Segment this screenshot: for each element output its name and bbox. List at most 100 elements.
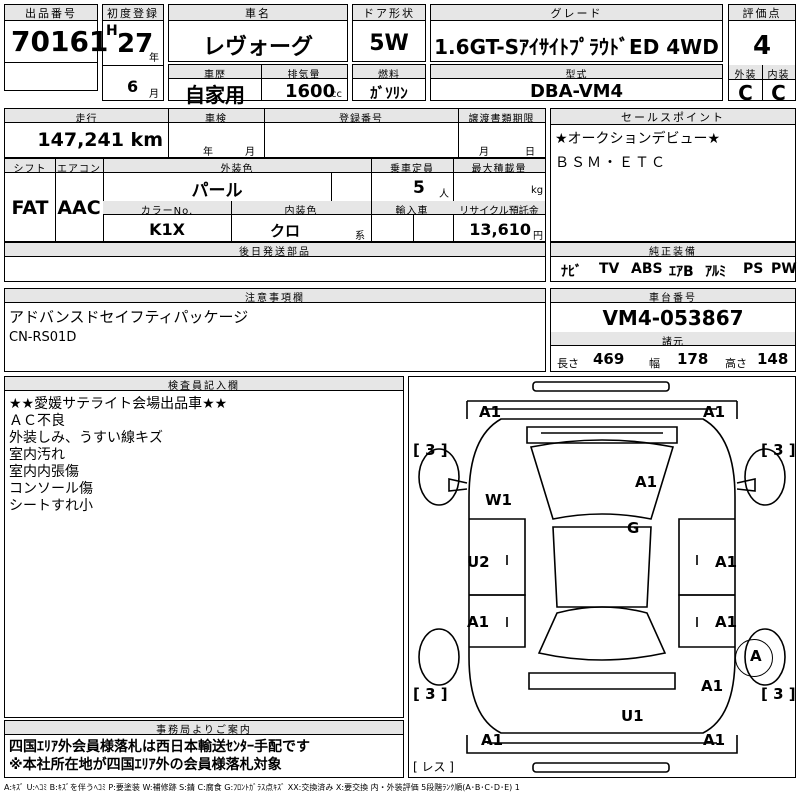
mark-rear-door-left: A1	[467, 613, 489, 631]
grade-value: 1.6GT-SｱｲｻｲﾄﾌﾟﾗｳﾄﾞED 4WD	[434, 35, 719, 59]
mileage-value: 147,241 km	[37, 129, 163, 151]
equip-tv: TV	[599, 261, 620, 277]
door-box: ドア形状 5W	[352, 4, 426, 62]
capacity-label: 乗車定員	[390, 164, 434, 175]
mileage-label: 走行	[75, 114, 98, 125]
int-color-label: 内装色	[284, 206, 318, 217]
score-box: 評価点 4 外装 内装 C C	[728, 4, 796, 105]
import-label: 輸入車	[395, 206, 429, 217]
inspector-line: コンソール傷	[9, 481, 93, 497]
lot-box: 出品番号 70161	[4, 4, 108, 91]
later-parts-box: 後日発送部品	[4, 242, 546, 282]
equip-ps: PS	[743, 261, 764, 277]
height-value: 148	[757, 350, 789, 368]
capacity-value: 5	[413, 178, 425, 198]
equipment-box: 純正装備 ﾅﾋﾞ TV ABS ｴｱB ｱﾙﾐ PS PW	[550, 242, 797, 282]
grade-label: グレード	[431, 5, 722, 21]
sales-point-box: セールスポイント ★オークションデビュー★ ＢＳＭ・ＥＴＣ	[550, 108, 796, 242]
chassis-box: 車台番号 VM4-053867 諸元 長さ 469 幅 178 高さ 148	[550, 288, 796, 372]
row2-box: 走行 車検 登録番号 譲渡書類期限 147,241 km 年 月 月 日	[4, 108, 546, 158]
legend: A:ｷｽﾞ U:ﾍｺﾐ B:ｷｽﾞを伴うﾍｺﾐ P:要塗装 W:補修跡 S:錆 …	[4, 783, 520, 792]
width-value: 178	[677, 350, 709, 368]
ext-score: C	[738, 81, 753, 105]
mark-front-door-left: U2	[467, 553, 490, 571]
equip-airbag: ｴｱB	[669, 264, 694, 280]
mark-wheel-fr: [ 3 ]	[761, 441, 795, 459]
mark-quarter-right: A1	[701, 677, 723, 695]
width-label: 幅	[649, 357, 660, 370]
equip-alloy: ｱﾙﾐ	[705, 264, 726, 280]
fuel-box: 燃料 ｶﾞｿﾘﾝ	[352, 64, 426, 102]
history-value: 自家用	[185, 83, 245, 107]
car-name-box: 車名 レヴォーグ	[168, 4, 348, 62]
notes-label: 注意事項欄	[5, 289, 545, 304]
ext-color-label: 外装色	[220, 164, 254, 175]
inspector-line: ★★愛媛サテライト会場出品車★★	[9, 396, 228, 412]
score-value: 4	[752, 31, 772, 61]
inspector-line: 室内汚れ	[9, 447, 65, 463]
ext-color-value: パール	[191, 181, 243, 201]
transfer-month-unit: 月	[479, 147, 489, 158]
max-load-unit: kg	[531, 185, 544, 196]
shift-label: シフト	[13, 164, 47, 175]
office-box: 事務局よりご案内 四国ｴﾘｱ外会員様落札は西日本輸送ｾﾝﾀｰ手配です ※本社所在…	[4, 720, 404, 778]
shift-value: FAT	[11, 197, 49, 219]
first-reg-box: 初度登録 H 27 年 6 月	[102, 4, 164, 101]
reg-year: 27	[117, 29, 154, 59]
reg-month: 6	[127, 77, 139, 96]
history-label: 車歴	[204, 70, 226, 81]
equip-pw: PW	[771, 261, 797, 277]
mark-fender-left: W1	[485, 491, 512, 509]
equip-abs: ABS	[631, 261, 663, 277]
lot-label: 出品番号	[5, 5, 97, 21]
mark-rear: U1	[621, 707, 644, 725]
transfer-day-unit: 日	[525, 147, 535, 158]
equipment-label: 純正装備	[551, 243, 795, 258]
mark-front-right: A1	[703, 403, 725, 421]
mark-rear-door-right: A1	[715, 613, 737, 631]
capacity-unit: 人	[439, 189, 449, 200]
int-score-label: 内装	[767, 70, 790, 81]
car-diagram-box: A1 A1 [ 3 ] [ 3 ] A1 W1 G U2 A1 A1 A1 A …	[408, 376, 796, 778]
displacement-value: 1600	[285, 81, 336, 102]
history-box: 車歴 排気量 自家用 1600 cc	[168, 64, 348, 107]
transfer-label: 譲渡書類期限	[468, 114, 535, 125]
max-load-label: 最大積載量	[471, 164, 527, 175]
color-no-value: K1X	[149, 220, 185, 239]
era: H	[106, 23, 118, 39]
aircon-value: AAC	[57, 197, 101, 219]
int-color-value: クロ	[269, 222, 300, 240]
int-score: C	[771, 81, 786, 105]
mark-rear-right: A1	[703, 731, 725, 749]
chassis-label: 車台番号	[551, 289, 795, 304]
inspector-label: 検査員記入欄	[5, 377, 403, 392]
office-line: 四国ｴﾘｱ外会員様落札は西日本輸送ｾﾝﾀｰ手配です	[9, 739, 310, 755]
fuel-label: 燃料	[378, 70, 400, 81]
int-color-unit: 系	[355, 231, 365, 242]
equip-navi: ﾅﾋﾞ	[561, 264, 582, 280]
mark-windshield: G	[627, 519, 639, 537]
displacement-unit: cc	[331, 89, 342, 100]
inspector-line: シートすれ小	[9, 498, 93, 514]
year-unit: 年	[149, 53, 159, 64]
inspector-line: 室内内張傷	[9, 464, 79, 480]
inspector-line: 外装しみ、うすい線キズ	[9, 430, 163, 446]
sales-point-line: ＢＳＭ・ＥＴＣ	[555, 155, 667, 171]
mark-wheel-rl: [ 3 ]	[413, 685, 448, 703]
lot-number: 70161	[11, 25, 109, 58]
recycle-value: 13,610	[469, 220, 531, 239]
notes-box: 注意事項欄 アドバンスドセイフティパッケージ CN-RS01D	[4, 288, 546, 372]
ext-score-label: 外装	[734, 70, 757, 81]
length-value: 469	[593, 350, 625, 368]
mark-front-door-right: A1	[715, 553, 737, 571]
model-value: DBA-VM4	[529, 81, 624, 102]
fuel-value: ｶﾞｿﾘﾝ	[370, 84, 408, 102]
mark-rear-left: A1	[481, 731, 503, 749]
inspection-year-unit: 年	[203, 147, 213, 158]
mark-wheel-fl: [ 3 ]	[413, 441, 448, 459]
chassis-value: VM4-053867	[602, 306, 744, 330]
color-no-label: カラーNo.	[140, 206, 194, 217]
model-label: 型式	[565, 70, 588, 81]
score-label: 評価点	[729, 5, 795, 21]
grade-box: グレード 1.6GT-SｱｲｻｲﾄﾌﾟﾗｳﾄﾞED 4WD	[430, 4, 723, 62]
